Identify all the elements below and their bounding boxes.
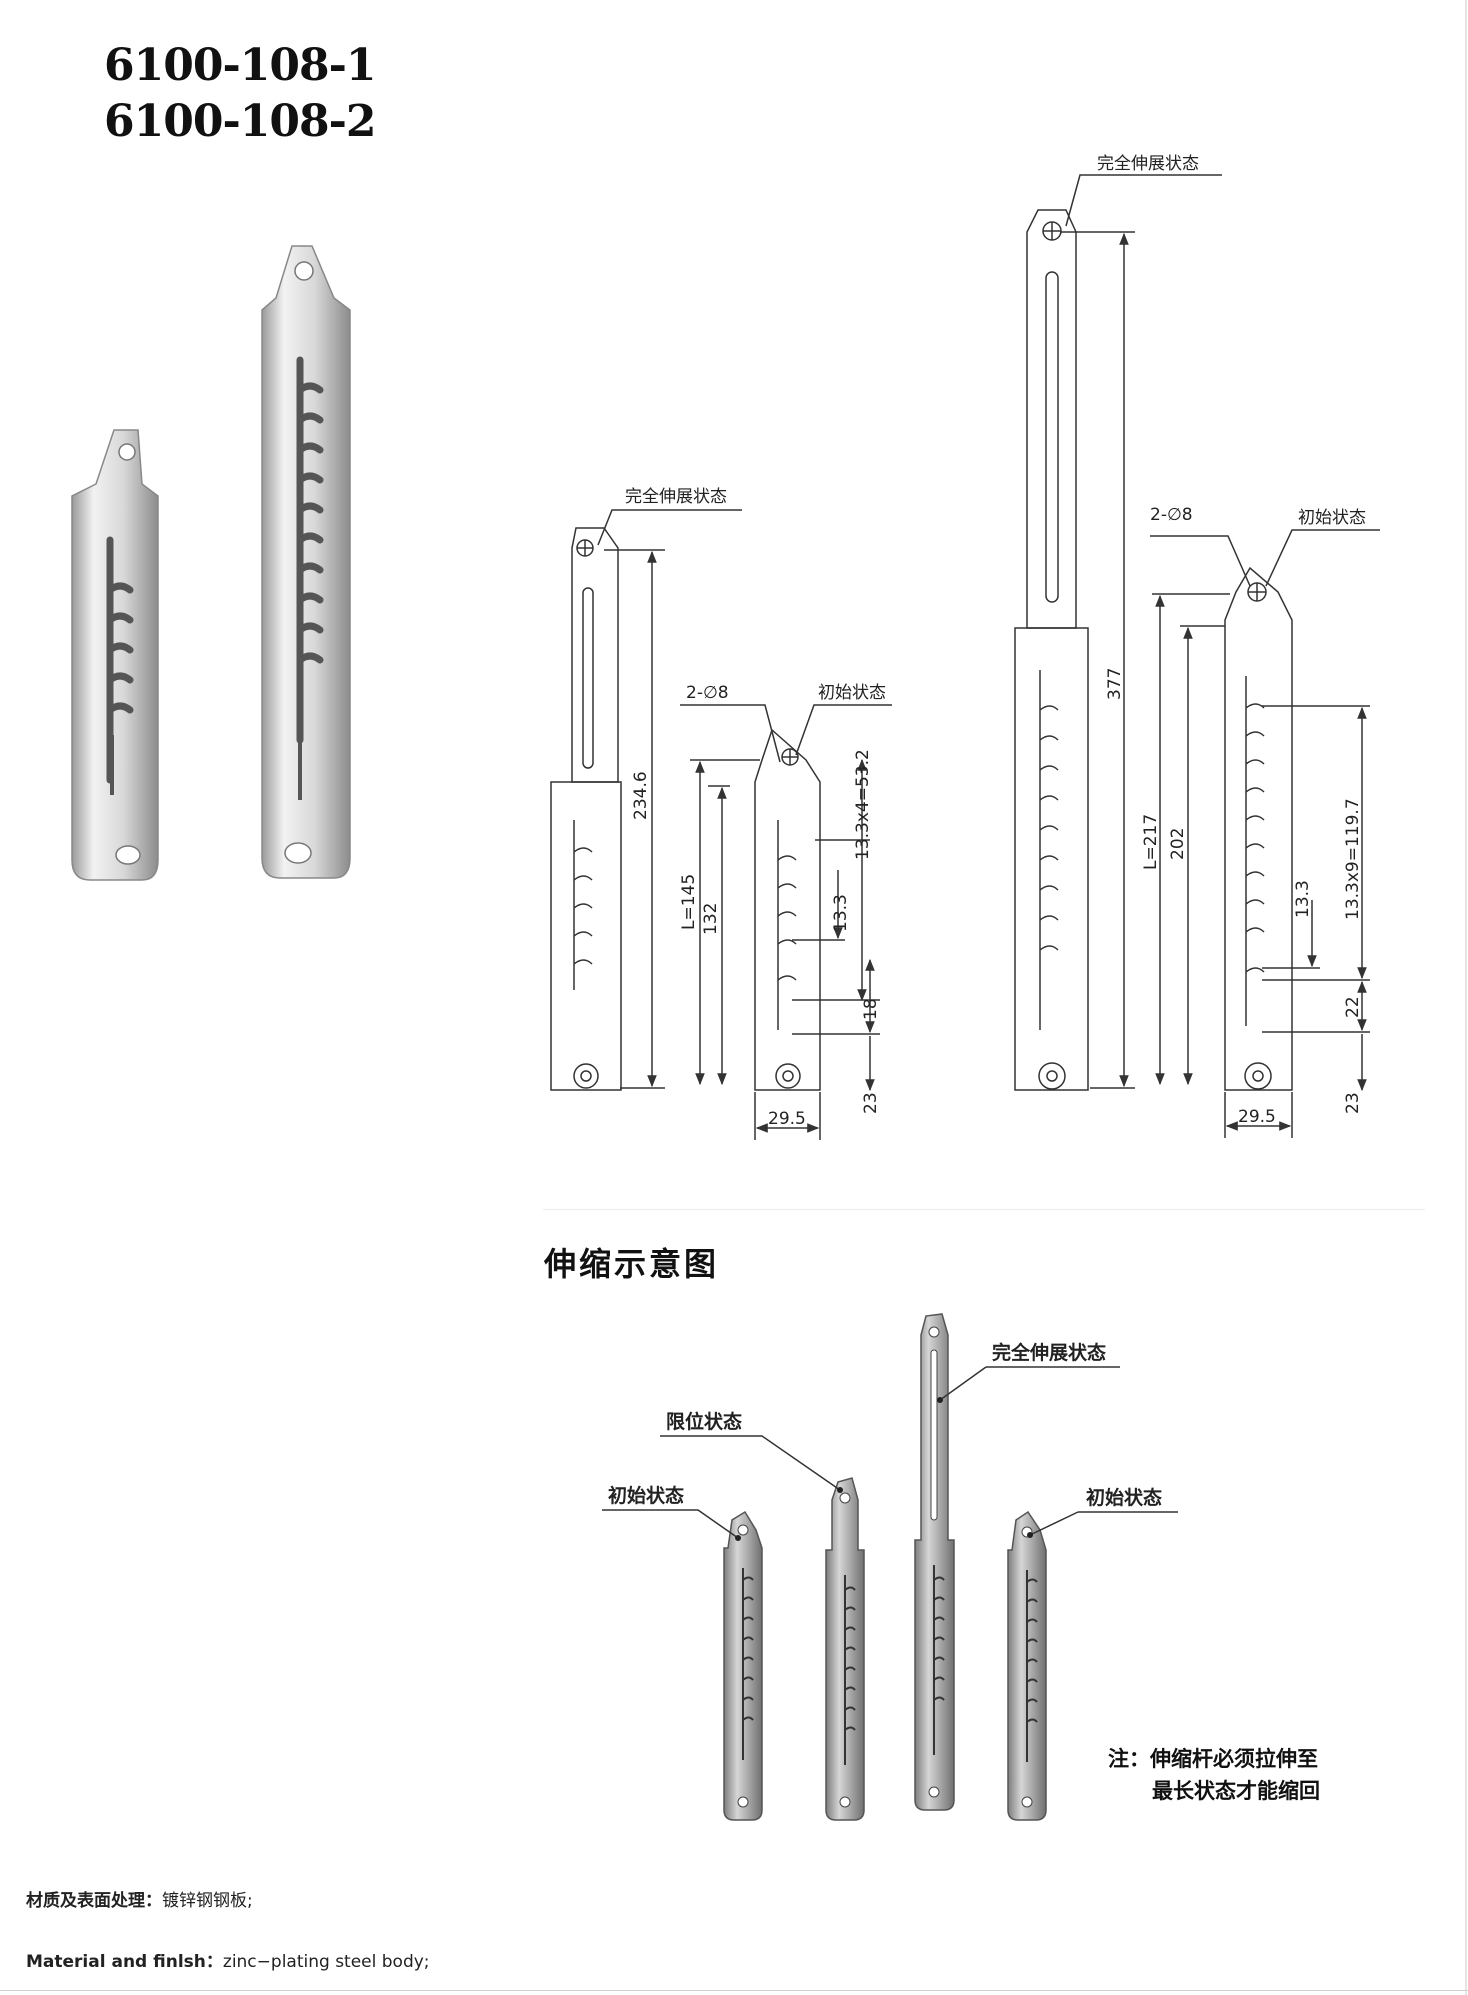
dim-22-right: 22	[1343, 996, 1363, 1018]
label-initial-right: 初始状态	[1298, 508, 1366, 528]
drawing-left	[550, 509, 892, 1140]
model-number-1: 6100-108-1	[104, 40, 376, 91]
diagram-label-initial-left: 初始状态	[608, 1484, 684, 1507]
spec-material-en: Material and finlsh：zinc−plating steel b…	[26, 1947, 430, 1972]
diagram-note: 注：伸缩杆必须拉伸至 最长状态才能缩回	[1108, 1743, 1320, 1807]
label-initial-left: 初始状态	[818, 683, 886, 703]
spec-material-cn-value: 镀锌钢钢板;	[162, 1891, 253, 1911]
dim-23-right: 23	[1343, 1092, 1363, 1114]
product-photo-long	[261, 245, 351, 879]
dim-pitch-right: 13.3	[1293, 880, 1313, 918]
dim-132-left: 132	[701, 903, 721, 935]
dim-pitch-left: 13.3	[831, 894, 851, 932]
label-full-extend-right: 完全伸展状态	[1097, 154, 1199, 174]
dim-202-right: 202	[1168, 828, 1188, 860]
diagram-label-full-extend: 完全伸展状态	[992, 1341, 1106, 1364]
telescope-diagram	[602, 1313, 1178, 1821]
label-full-extend-left: 完全伸展状态	[625, 487, 727, 507]
dim-pitch-total-right: 13.3x9=119.7	[1343, 798, 1363, 920]
dim-L-left: L=145	[679, 874, 699, 930]
dim-18-left: 18	[861, 998, 881, 1020]
dim-pitch-total-left: 13.3x4=53.2	[853, 749, 873, 860]
label-holes-left: 2-∅8	[686, 683, 729, 703]
product-photo-short	[71, 429, 159, 881]
section-divider	[543, 1209, 1425, 1210]
note-line-1: 注：伸缩杆必须拉伸至	[1108, 1747, 1318, 1771]
dim-width-left: 29.5	[768, 1109, 806, 1129]
dim-width-right: 29.5	[1238, 1107, 1276, 1127]
note-line-2: 最长状态才能缩回	[1152, 1779, 1320, 1803]
dim-total-right: 377	[1105, 668, 1125, 700]
diagram-title: 伸缩示意图	[544, 1245, 720, 1283]
spec-material-cn: 材质及表面处理：镀锌钢钢板;	[26, 1886, 253, 1911]
model-number-2: 6100-108-2	[104, 96, 376, 147]
spec-material-cn-label: 材质及表面处理：	[26, 1891, 162, 1911]
spec-material-en-value: zinc−plating steel body;	[222, 1952, 430, 1972]
drawing-right	[1014, 174, 1380, 1138]
page-bottom-edge	[0, 1990, 1468, 1991]
diagram-label-limit: 限位状态	[666, 1410, 742, 1433]
label-holes-right: 2-∅8	[1150, 505, 1193, 525]
dim-L-right: L=217	[1141, 814, 1161, 870]
page-edge	[1465, 0, 1467, 1995]
spec-material-en-label: Material and finlsh：	[26, 1952, 223, 1972]
dim-total-left: 234.6	[631, 771, 651, 820]
diagram-label-initial-right: 初始状态	[1086, 1486, 1162, 1509]
dim-23-left: 23	[861, 1092, 881, 1114]
